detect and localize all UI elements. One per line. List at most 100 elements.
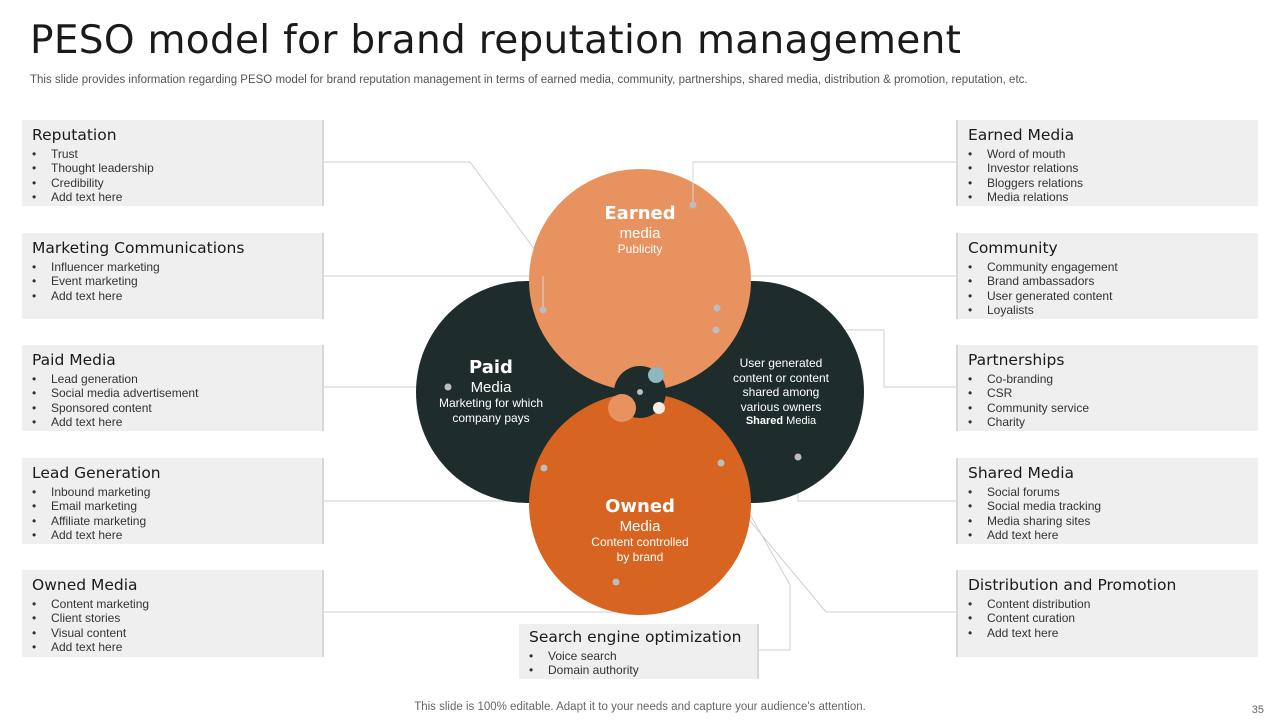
list-item: Affiliate marketing <box>32 514 312 529</box>
list-item: Social forums <box>968 485 1248 500</box>
list-item: User generated content <box>968 289 1248 304</box>
list-item: Word of mouth <box>968 147 1248 162</box>
box-earned-media: Earned Media Word of mouth Investor rela… <box>956 120 1258 206</box>
connector-earned-media <box>692 161 958 205</box>
connector-endpoints <box>444 201 802 586</box>
accent-dot-teal <box>648 367 664 383</box>
earned-media-circle <box>529 169 751 391</box>
box-list: Trust Thought leadership Credibility Add… <box>32 147 312 205</box>
box-list: Content distribution Content curation Ad… <box>968 597 1248 641</box>
accent-dot-light <box>653 402 665 414</box>
paid-head: Paid <box>469 357 513 378</box>
box-title: Owned Media <box>32 576 138 594</box>
list-item: Credibility <box>32 176 312 191</box>
list-item: Email marketing <box>32 499 312 514</box>
box-partnerships: Partnerships Co-branding CSR Community s… <box>956 345 1258 431</box>
shared-desc-3: shared among <box>742 385 820 399</box>
list-item: Client stories <box>32 611 312 626</box>
list-item: Social media advertisement <box>32 386 312 401</box>
shared-label-tail: Media <box>783 415 817 427</box>
box-title: Marketing Communications <box>32 239 245 257</box>
list-item: Bloggers relations <box>968 176 1248 191</box>
box-list: Social forums Social media tracking Medi… <box>968 485 1248 543</box>
box-paid-media: Paid Media Lead generation Social media … <box>22 345 324 431</box>
list-item: Content distribution <box>968 597 1248 612</box>
box-title: Paid Media <box>32 351 116 369</box>
owned-sub: Media <box>619 518 661 535</box>
box-lead-generation: Lead Generation Inbound marketing Email … <box>22 458 324 544</box>
paid-sub: Media <box>470 379 512 396</box>
list-item: Lead generation <box>32 372 312 387</box>
list-item: Loyalists <box>968 303 1248 318</box>
page-title: PESO model for brand reputation manageme… <box>30 18 962 63</box>
owned-desc-1: Content controlled <box>591 535 689 549</box>
list-item: Social media tracking <box>968 499 1248 514</box>
shared-circle-label: User generated content or content shared… <box>716 356 846 429</box>
paid-desc-2: company pays <box>452 410 530 425</box>
box-list: Co-branding CSR Community service Charit… <box>968 372 1248 430</box>
list-item: Brand ambassadors <box>968 274 1248 289</box>
box-title: Earned Media <box>968 126 1075 144</box>
paid-circle-label: Paid Media Marketing for which company p… <box>425 357 557 425</box>
list-item: Add text here <box>32 415 312 430</box>
list-item: Event marketing <box>32 274 312 289</box>
list-item: Content marketing <box>32 597 312 612</box>
owned-head: Owned <box>605 496 675 517</box>
owned-media-circle <box>529 393 751 615</box>
shared-desc-4: various owners <box>740 399 822 414</box>
earned-circle-label: Earned media Publicity <box>580 203 700 257</box>
list-item: Add text here <box>32 640 312 655</box>
accent-dot-orange <box>608 394 636 422</box>
box-title: Reputation <box>32 126 117 144</box>
list-item: Add text here <box>968 626 1248 641</box>
owned-desc-2: by brand <box>616 549 664 564</box>
box-shared-media: Shared Media Social forums Social media … <box>956 458 1258 544</box>
list-item: Add text here <box>32 289 312 304</box>
list-item: Charity <box>968 415 1248 430</box>
box-title: Search engine optimization <box>529 628 742 646</box>
shared-label-bold: Shared <box>745 415 784 427</box>
list-item: CSR <box>968 386 1248 401</box>
earned-desc: Publicity <box>617 242 663 256</box>
shared-label: Shared Media <box>716 414 846 429</box>
box-list: Word of mouth Investor relations Blogger… <box>968 147 1248 205</box>
list-item: Co-branding <box>968 372 1248 387</box>
earned-sub: media <box>619 225 661 242</box>
box-title: Partnerships <box>968 351 1065 369</box>
list-item: Content curation <box>968 611 1248 626</box>
list-item: Media sharing sites <box>968 514 1248 529</box>
box-title: Lead Generation <box>32 464 161 482</box>
list-item: Influencer marketing <box>32 260 312 275</box>
box-title: Shared Media <box>968 464 1075 482</box>
box-title: Community <box>968 239 1058 257</box>
box-seo: Search engine optimization Voice search … <box>519 624 759 679</box>
footer-note: This slide is 100% editable. Adapt it to… <box>414 701 866 713</box>
box-title: Distribution and Promotion <box>968 576 1177 594</box>
list-item: Visual content <box>32 626 312 641</box>
shared-desc-1: User generated <box>739 356 823 370</box>
box-community: Community Community engagement Brand amb… <box>956 233 1258 319</box>
box-list: Lead generation Social media advertiseme… <box>32 372 312 430</box>
list-item: Thought leadership <box>32 161 312 176</box>
list-item: Community engagement <box>968 260 1248 275</box>
box-reputation: Reputation Trust Thought leadership Cred… <box>22 120 324 206</box>
list-item: Investor relations <box>968 161 1248 176</box>
page-number: 35 <box>1251 704 1264 716</box>
list-item: Add text here <box>32 190 312 205</box>
list-item: Add text here <box>32 528 312 543</box>
connector-seo <box>720 462 791 651</box>
list-item: Domain authority <box>529 663 747 678</box>
list-item: Inbound marketing <box>32 485 312 500</box>
list-item: Sponsored content <box>32 401 312 416</box>
box-list: Community engagement Brand ambassadors U… <box>968 260 1248 318</box>
list-item: Add text here <box>968 528 1248 543</box>
box-list: Influencer marketing Event marketing Add… <box>32 260 312 304</box>
box-distribution-promotion: Distribution and Promotion Content distr… <box>956 570 1258 657</box>
paid-desc-1: Marketing for which <box>438 396 544 410</box>
list-item: Trust <box>32 147 312 162</box>
shared-desc-2: content or content <box>732 370 830 385</box>
box-list: Content marketing Client stories Visual … <box>32 597 312 655</box>
owned-circle-label: Owned Media Content controlled by brand <box>575 496 705 564</box>
box-marketing-communications: Marketing Communications Influencer mark… <box>22 233 324 319</box>
